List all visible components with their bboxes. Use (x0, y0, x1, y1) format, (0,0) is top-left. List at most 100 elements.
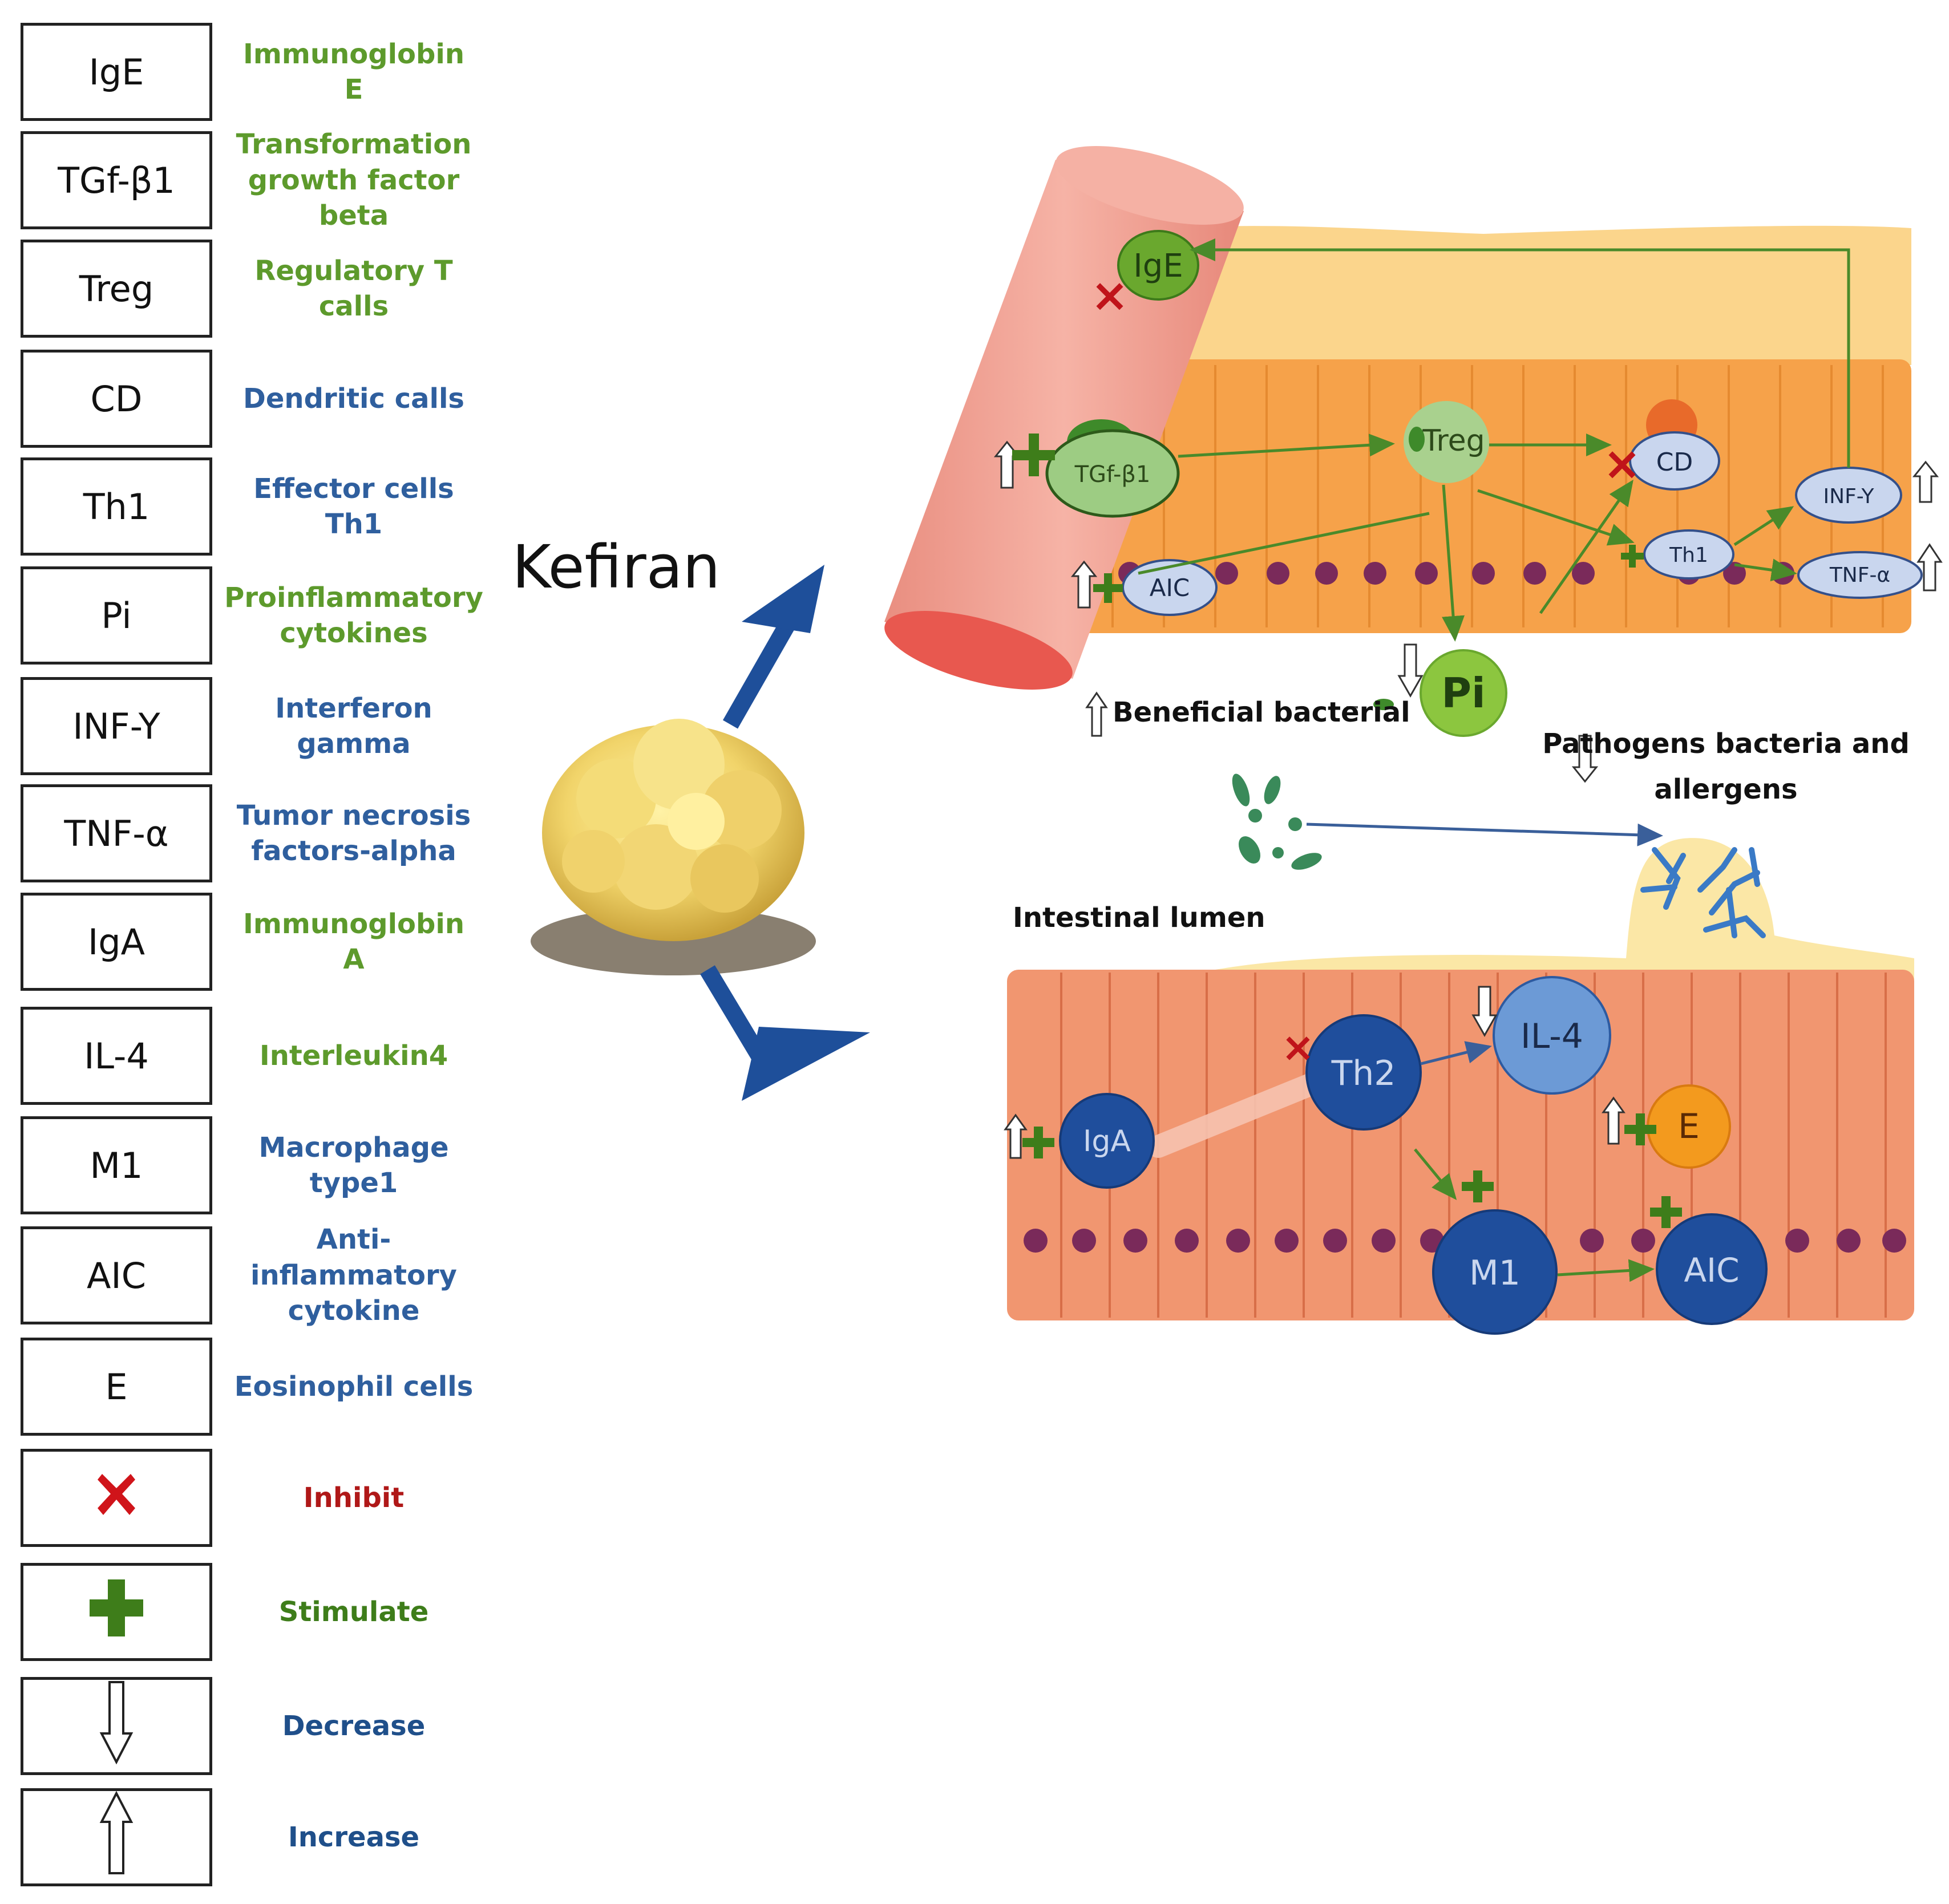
cd-node (1629, 431, 1720, 491)
m1-to-aic-arrow (1557, 1259, 1655, 1282)
bottom-mucus-layer (1215, 838, 1914, 992)
e-stimulate-plus-icon (1624, 1113, 1656, 1145)
legend-abbreviation: IL-4 (84, 1035, 149, 1077)
il4-node (1493, 976, 1611, 1095)
treg-node (1404, 401, 1489, 483)
legend-description: Immunoglobin E (243, 38, 464, 106)
legend-description: Immunoglobin A (243, 908, 464, 975)
tgf-stimulate-plus-icon (1012, 434, 1055, 476)
tgf-node (1045, 429, 1180, 518)
il4-decrease-arrow-icon (1471, 986, 1498, 1038)
pi-node (1420, 649, 1507, 737)
bacteria-to-pathogens-arrow (1306, 823, 1663, 846)
legend-abbreviation: IgA (87, 921, 145, 963)
th1-stimulate-plus-icon (1621, 545, 1644, 568)
aic-top-increase-arrow-icon (1070, 560, 1098, 609)
legend-description: Decrease (282, 1709, 426, 1742)
legend-row: Increase (0, 1788, 502, 1891)
legend-description: Transformation growth factor beta (236, 128, 472, 232)
inhibit-x-icon (96, 1468, 136, 1528)
pi-fragment (1373, 699, 1394, 710)
iga-th2-link (1147, 1072, 1324, 1158)
legend-symbol-box: IgA (21, 893, 212, 991)
pi-decrease-arrow-icon (1397, 643, 1424, 698)
legend-row: IgA Immunoglobin A (0, 893, 502, 995)
legend-symbol-box: M1 (21, 1116, 212, 1214)
beneficial-bacterial-label: Beneficial bacterial (1113, 696, 1410, 728)
ige-node-label: IgE (1133, 248, 1183, 285)
legend-symbol-box: E (21, 1338, 212, 1436)
increase-arrow-icon (99, 1790, 134, 1885)
e-node-label: E (1678, 1107, 1700, 1147)
legend-row: TNF-α Tumor necrosis factors-alpha (0, 784, 502, 887)
tgf-node-label: TGf-β1 (1074, 461, 1151, 488)
legend-symbol-box: CD (21, 350, 212, 448)
stimulate-plus-icon (88, 1577, 145, 1648)
th2-node (1305, 1014, 1422, 1131)
legend-row: INF-Y Interferon gamma (0, 677, 502, 780)
legend-abbreviation: INF-Y (72, 705, 160, 747)
legend-row: Inhibit (0, 1449, 502, 1551)
iga-node-label: IgA (1083, 1124, 1131, 1158)
legend-symbol-box: IL-4 (21, 1007, 212, 1105)
iga-increase-arrow-icon (1004, 1113, 1028, 1159)
th2-node-label: Th2 (1331, 1054, 1396, 1093)
ige-node (1117, 230, 1199, 301)
top-mucus-layer (1084, 225, 1911, 365)
th2-inhibit-icon: × (1281, 1024, 1315, 1071)
legend-row: Stimulate (0, 1563, 502, 1666)
legend-abbreviation: IgE (88, 51, 144, 93)
legend-abbreviation: Th1 (83, 485, 150, 528)
beneficial-bacteria-particles (1232, 773, 1322, 870)
th2-to-il4-arrow (1420, 1041, 1492, 1066)
aic-bottom-node (1656, 1213, 1768, 1325)
legend-symbol-box: TGf-β1 (21, 131, 212, 229)
inf-node-label: INF-Y (1823, 485, 1875, 508)
legend-symbol-box: TNF-α (21, 784, 212, 882)
legend-abbreviation: AIC (87, 1254, 146, 1297)
legend-description: Inhibit (303, 1481, 405, 1514)
legend-symbol-box: INF-Y (21, 677, 212, 775)
m1-node (1432, 1209, 1558, 1335)
legend-symbol-box: IgE (21, 23, 212, 121)
tnf-node (1797, 551, 1923, 599)
legend-description: Interleukin4 (259, 1039, 448, 1072)
legend-description: Interferon gamma (275, 692, 432, 760)
legend-symbol-box (21, 1677, 212, 1775)
legend-abbreviation: TGf-β1 (58, 159, 175, 201)
iga-node (1059, 1093, 1155, 1189)
legend-row: E Eosinophil cells (0, 1338, 502, 1440)
th1-node (1643, 529, 1734, 580)
th2-to-m1-arrow (1414, 1148, 1457, 1200)
intestinal-lumen-label: Intestinal lumen (1013, 902, 1265, 934)
legend-row: IgE Immunoglobin E (0, 23, 502, 125)
bottom-cell-nuclei (1024, 1229, 1906, 1253)
legend-abbreviation: TNF-α (64, 812, 169, 854)
iga-stimulate-plus-icon (1022, 1127, 1054, 1158)
inf-increase-arrow-icon (1912, 460, 1939, 503)
pathogens-label-line-1: Pathogens bacteria and (1542, 728, 1910, 760)
legend-description: Proinflammatory cytokines (224, 581, 483, 649)
th1-node-label: Th1 (1669, 544, 1708, 567)
kefiran-up-arrow (722, 565, 824, 729)
legend-description: Tumor necrosis factors-alpha (236, 799, 471, 867)
ige-inhibit-icon: × (1090, 269, 1129, 322)
legend-abbreviation: CD (90, 378, 143, 420)
legend-symbol-box: Treg (21, 240, 212, 338)
top-pathway-arrows (1138, 238, 1850, 642)
aic-top-node-label: AIC (1150, 574, 1190, 602)
tnf-increase-arrow-icon (1916, 543, 1943, 592)
legend-description: Eosinophil cells (234, 1370, 474, 1403)
il4-node-label: IL-4 (1521, 1016, 1583, 1056)
legend-symbol-box (21, 1788, 212, 1886)
kefiran-down-arrow (700, 965, 870, 1101)
cd-node-label: CD (1656, 448, 1693, 477)
legend-row: TGf-β1 Transformation growth factor beta (0, 128, 502, 234)
beneficial-increase-arrow-icon (1085, 691, 1108, 737)
pathogens-label-line-2: allergens (1654, 773, 1797, 805)
